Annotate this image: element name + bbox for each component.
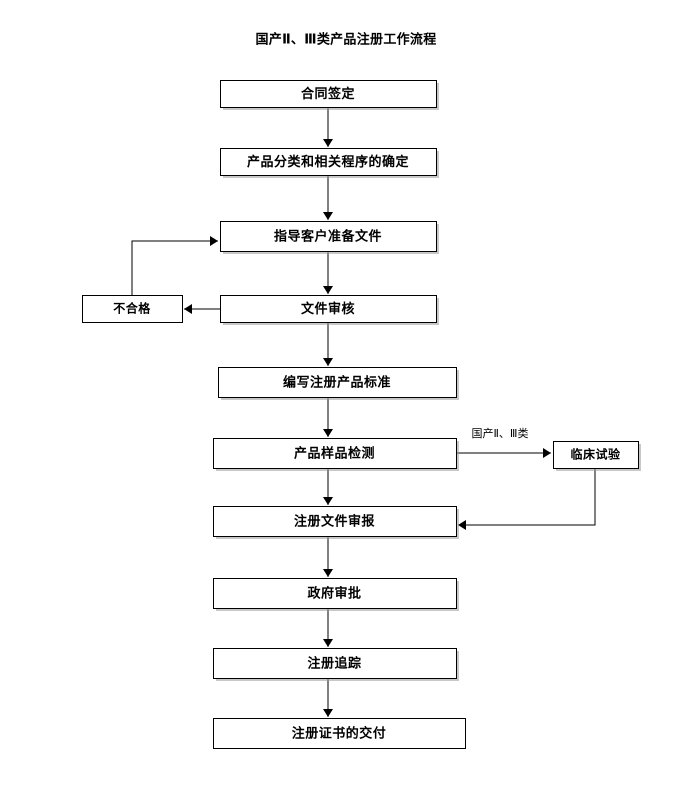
node-box[interactable] [213,506,457,537]
flow-edge [323,175,333,220]
flow-node[interactable]: 注册文件审报 [213,506,460,540]
flow-node[interactable]: 注册证书的交付 [213,718,466,749]
node-label: 政府审批 [307,585,361,600]
node-box[interactable] [213,718,466,749]
flow-node[interactable]: 注册追踪 [213,648,460,682]
node-box[interactable] [213,438,457,469]
node-label: 注册文件审报 [294,513,376,528]
flow-node[interactable]: 临床试验 [553,441,642,472]
flow-node[interactable]: 文件审核 [220,295,440,326]
flow-node[interactable]: 产品分类和相关程序的确定 [220,148,440,179]
node-box[interactable] [82,295,183,323]
node-label: 产品样品检测 [294,445,375,460]
node-label: 文件审核 [301,301,355,316]
edge-labels-layer: 国产Ⅱ、Ⅲ类 [472,426,529,440]
flow-edge [323,678,333,717]
flow-node[interactable]: 产品样品检测 [213,438,460,472]
node-box[interactable] [220,295,437,323]
node-box[interactable] [213,578,457,609]
flow-edge [184,304,220,314]
flow-edge [323,107,333,147]
flow-edge [323,322,333,366]
node-label: 临床试验 [570,447,621,462]
flow-node[interactable]: 政府审批 [213,578,460,612]
flow-edge [323,397,333,437]
node-box[interactable] [220,221,437,252]
node-box[interactable] [213,648,457,679]
node-label: 注册证书的交付 [292,725,387,740]
node-box[interactable] [218,367,457,398]
node-box[interactable] [220,80,437,108]
flow-node[interactable]: 不合格 [82,295,183,323]
edges-layer [131,107,596,717]
node-box[interactable] [220,148,437,176]
node-label: 编写注册产品标准 [283,374,391,389]
node-label: 注册追踪 [307,655,361,670]
flow-node[interactable]: 合同签定 [220,80,440,111]
flow-edge [323,536,333,577]
flow-node[interactable]: 指导客户准备文件 [220,221,440,255]
node-label: 不合格 [113,301,151,316]
flow-edge [323,468,333,505]
flow-edge [323,251,333,294]
edge-label: 国产Ⅱ、Ⅲ类 [472,426,529,440]
page-title: 国产Ⅱ、Ⅲ类产品注册工作流程 [255,31,436,46]
flow-edge [458,468,596,530]
flow-edge [131,236,218,295]
node-label: 产品分类和相关程序的确定 [247,154,409,169]
node-box[interactable] [553,441,639,469]
flow-node[interactable]: 编写注册产品标准 [218,367,460,401]
flow-edge [456,448,551,458]
flow-edge [323,608,333,647]
node-label: 指导客户准备文件 [274,228,382,243]
node-label: 合同签定 [301,86,355,101]
